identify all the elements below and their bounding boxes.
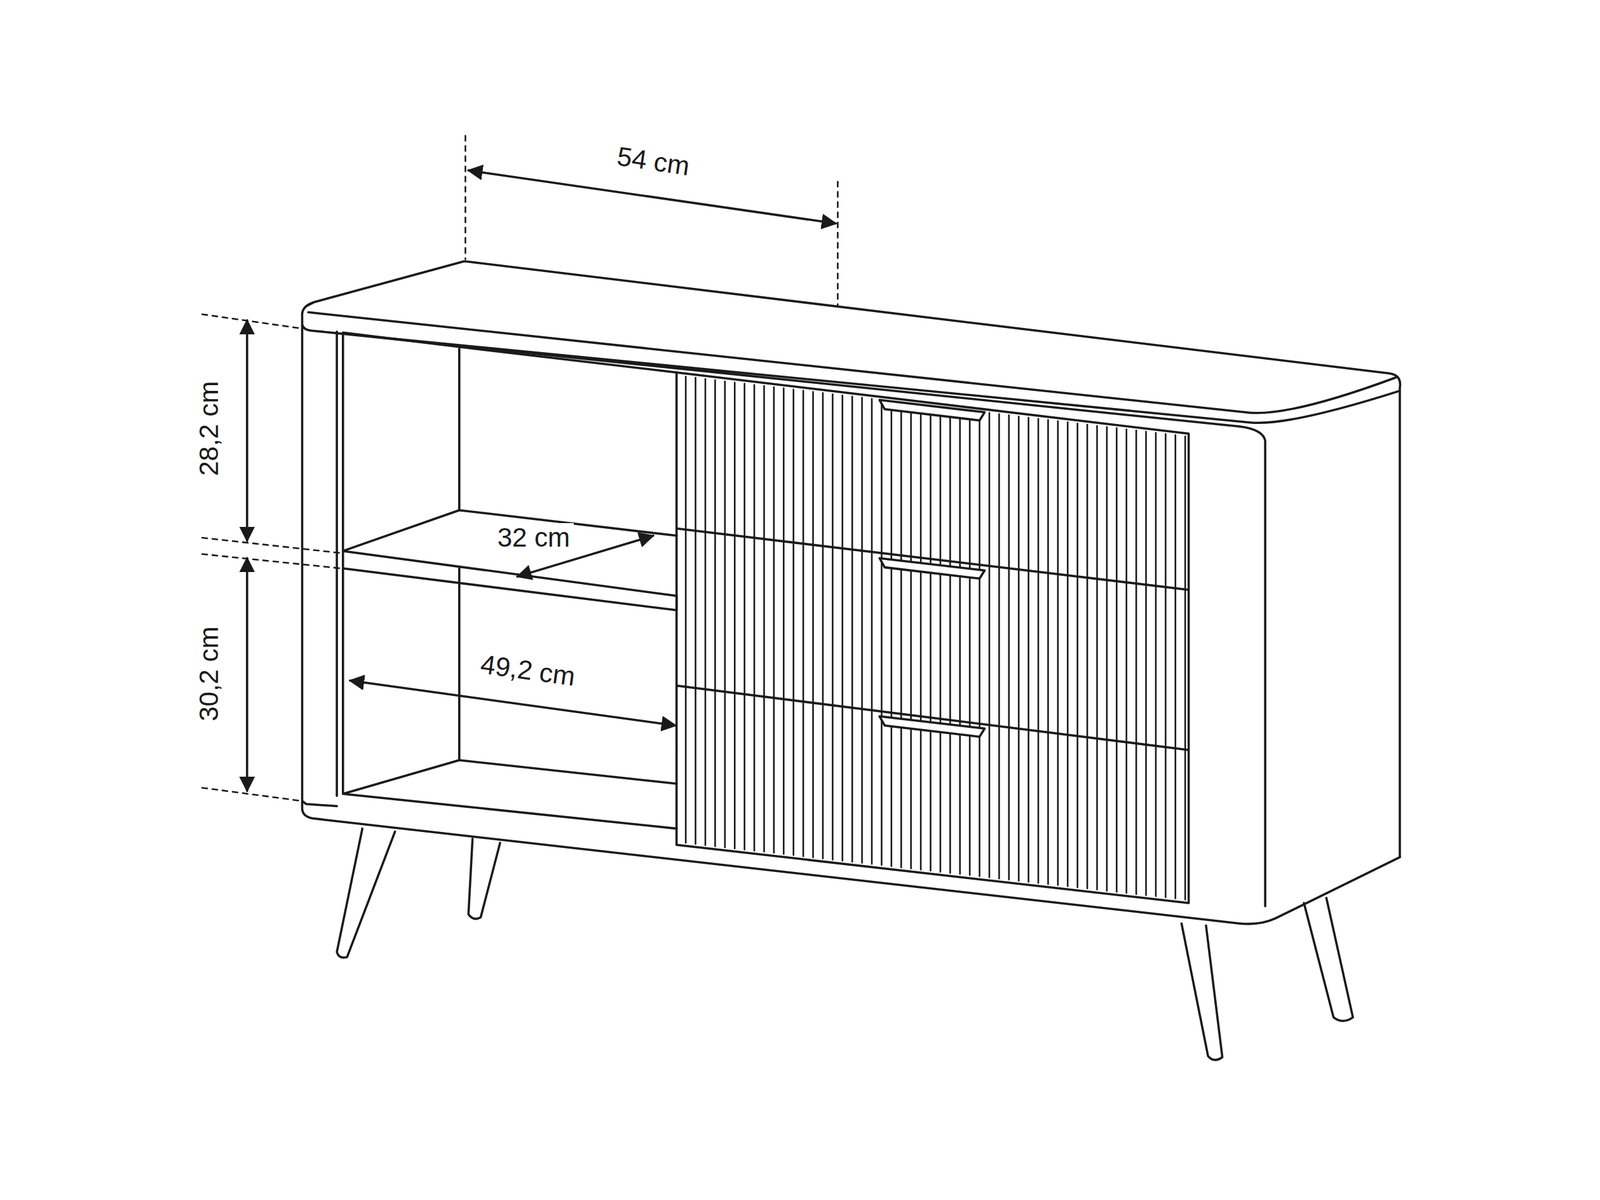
shelf <box>343 510 677 611</box>
groove-line <box>1057 421 1060 886</box>
groove-line <box>802 390 805 857</box>
groove-line <box>743 383 746 850</box>
groove-line <box>841 395 844 861</box>
groove-line <box>1096 425 1099 890</box>
groove-line <box>694 377 697 844</box>
groove-line <box>920 404 923 870</box>
groove-line <box>792 389 795 856</box>
groove-line <box>949 407 952 873</box>
dimension-leaders <box>202 135 838 802</box>
handles <box>879 399 985 737</box>
groove-line <box>1037 418 1040 883</box>
groove-line <box>1145 431 1147 895</box>
groove-line <box>1066 421 1069 886</box>
groove-line <box>880 399 883 865</box>
grooves <box>685 376 1186 900</box>
groove-line <box>1184 435 1187 900</box>
dimension-label: 49,2 cm <box>474 648 581 692</box>
groove-line <box>714 379 717 846</box>
groove-line <box>909 403 912 868</box>
groove-line <box>782 388 785 855</box>
groove-line <box>1076 423 1079 888</box>
groove-line <box>831 393 834 860</box>
groove-line <box>958 409 961 874</box>
groove-line <box>1164 433 1167 898</box>
drawer-fronts <box>676 372 1189 903</box>
groove-line <box>684 376 687 844</box>
groove-line <box>890 400 893 867</box>
groove-line <box>861 397 863 863</box>
groove-line <box>753 384 756 851</box>
groove-line <box>1135 430 1138 894</box>
groove-line <box>733 382 736 849</box>
left-panel <box>302 324 1400 924</box>
groove-line <box>1047 420 1050 884</box>
groove-line <box>1174 435 1177 899</box>
groove-line <box>724 381 727 848</box>
dimension-arrows <box>247 170 836 791</box>
groove-line <box>1115 428 1118 893</box>
dimension-label: 54 cm <box>611 141 696 182</box>
groove-line <box>851 396 854 862</box>
groove-line <box>871 399 874 865</box>
groove-line <box>822 392 825 858</box>
groove-line <box>1106 427 1109 891</box>
dimension-label: 30,2 cm <box>194 622 224 725</box>
top-slab <box>301 261 1400 907</box>
groove-line <box>1155 432 1158 896</box>
dimension-label: 32 cm <box>493 522 574 553</box>
groove-line <box>1017 416 1020 881</box>
legs <box>336 828 1353 1060</box>
groove-line <box>978 411 981 877</box>
groove-line <box>1008 414 1011 880</box>
groove-line <box>704 378 707 845</box>
groove-line <box>939 406 942 872</box>
groove-line <box>929 406 932 871</box>
open-compartment <box>343 332 677 828</box>
groove-line <box>763 385 766 852</box>
groove-line <box>1125 428 1128 893</box>
groove-line <box>998 413 1001 879</box>
groove-line <box>988 413 991 878</box>
groove-line <box>812 391 814 857</box>
groove-line <box>1086 424 1089 889</box>
groove-line <box>773 386 776 853</box>
groove-line <box>900 402 903 868</box>
groove-line <box>969 410 971 875</box>
dimension-label: 28,2 cm <box>194 377 224 480</box>
groove-line <box>1027 417 1030 882</box>
